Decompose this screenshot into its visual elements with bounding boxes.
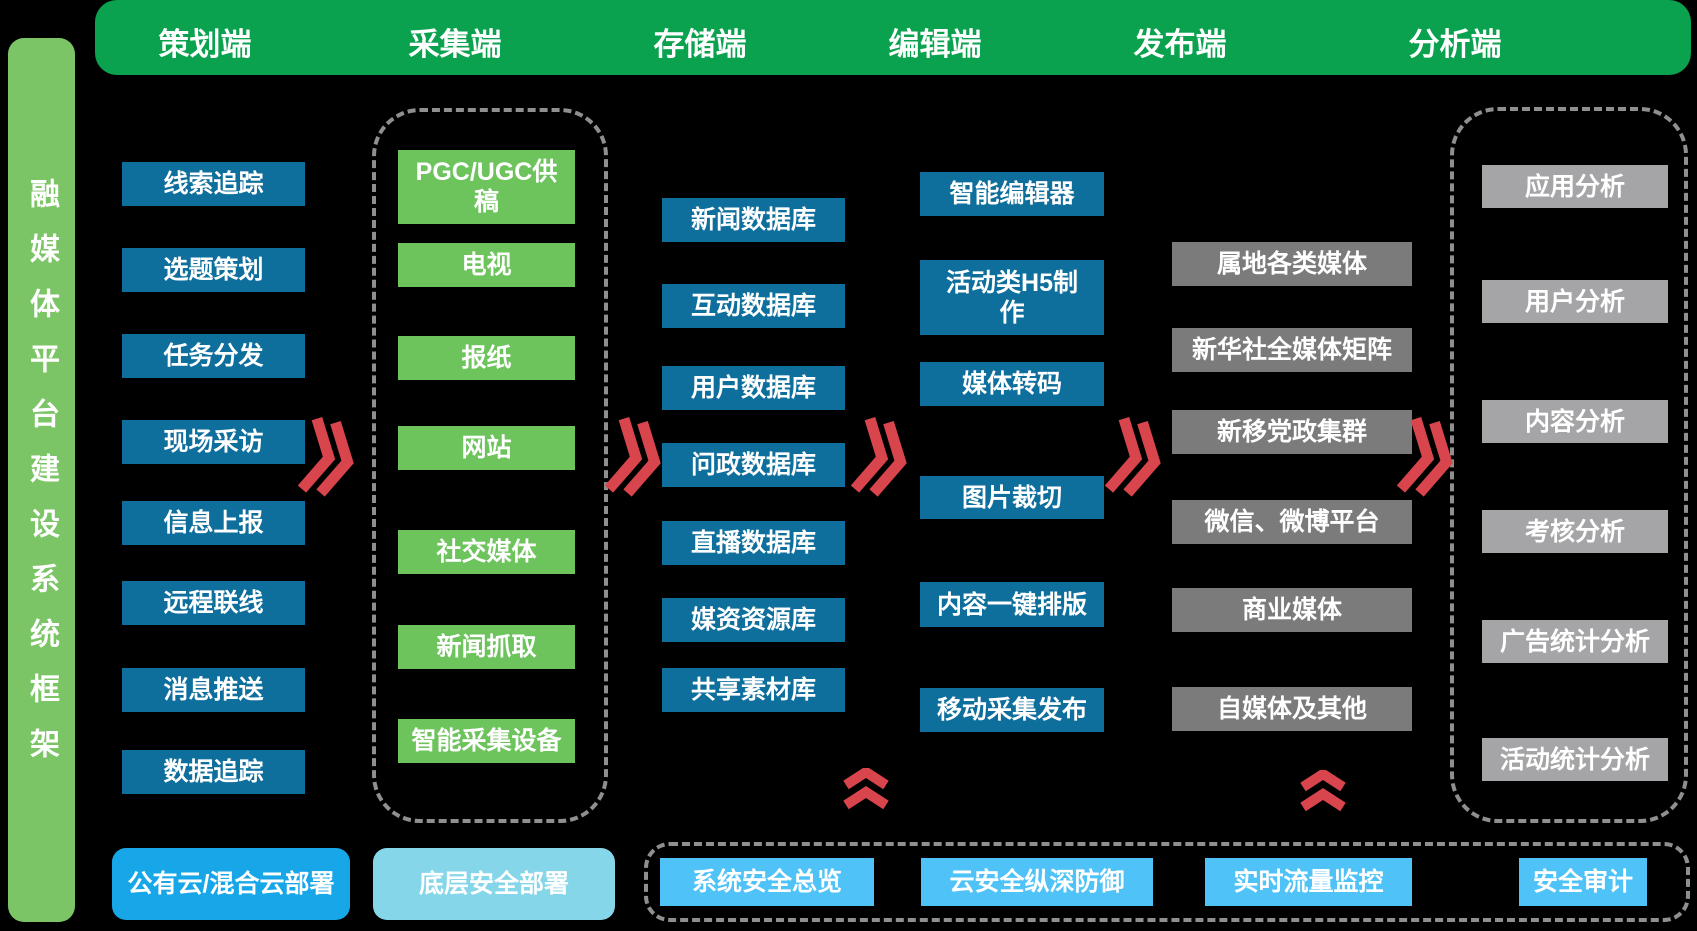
analysis-dashed-panel (1450, 107, 1688, 823)
column-header-publishing: 发布端 (1133, 27, 1227, 62)
collection-item: 报纸 (398, 336, 575, 380)
column-header-analysis: 分析端 (1408, 27, 1502, 62)
analysis-item: 用户分析 (1482, 280, 1668, 323)
security-item: 安全审计 (1519, 858, 1647, 906)
collection-item: 新闻抓取 (398, 625, 575, 669)
security-item: 云安全纵深防御 (921, 858, 1153, 906)
planning-item: 远程联线 (122, 581, 305, 625)
storage-item: 用户数据库 (662, 366, 845, 410)
planning-item: 数据追踪 (122, 750, 305, 794)
analysis-item: 活动统计分析 (1482, 738, 1668, 781)
planning-item: 选题策划 (122, 248, 305, 292)
base-security-box: 底层安全部署 (373, 848, 615, 920)
publishing-item: 新移党政集群 (1172, 410, 1412, 454)
planning-item: 信息上报 (122, 501, 305, 545)
publishing-item: 属地各类媒体 (1172, 242, 1412, 286)
column-header-collection: 采集端 (408, 27, 502, 62)
publishing-item: 微信、微博平台 (1172, 500, 1412, 544)
flow-arrow-right-icon (1396, 416, 1454, 505)
collection-item: 电视 (398, 243, 575, 287)
editing-item: 智能编辑器 (920, 172, 1104, 216)
storage-item: 新闻数据库 (662, 198, 845, 242)
flow-arrow-up-icon (1298, 768, 1348, 817)
diagram-title: 融媒体平台建设系统框架 (25, 177, 58, 783)
publishing-item: 新华社全媒体矩阵 (1172, 328, 1412, 372)
analysis-item: 考核分析 (1482, 510, 1668, 553)
collection-item: 智能采集设备 (398, 719, 575, 763)
storage-item: 直播数据库 (662, 521, 845, 565)
publishing-item: 商业媒体 (1172, 588, 1412, 632)
editing-item: 移动采集发布 (920, 688, 1104, 732)
collection-item: 社交媒体 (398, 530, 575, 574)
storage-item: 问政数据库 (662, 443, 845, 487)
sidebar-title-bar: 融媒体平台建设系统框架 (8, 38, 75, 922)
analysis-item: 内容分析 (1482, 400, 1668, 443)
publishing-item: 自媒体及其他 (1172, 687, 1412, 731)
planning-item: 任务分发 (122, 334, 305, 378)
planning-item: 消息推送 (122, 668, 305, 712)
editing-item: 活动类H5制作 (920, 260, 1104, 335)
storage-item: 互动数据库 (662, 284, 845, 328)
column-header-planning: 策划端 (158, 27, 252, 62)
flow-arrow-right-icon (604, 416, 662, 505)
analysis-item: 广告统计分析 (1482, 620, 1668, 663)
flow-arrow-right-icon (1104, 416, 1162, 505)
cloud-deployment-box: 公有云/混合云部署 (112, 848, 350, 920)
collection-item: 网站 (398, 426, 575, 470)
flow-arrow-right-icon (850, 416, 908, 505)
security-item: 系统安全总览 (660, 858, 874, 906)
flow-arrow-up-icon (841, 766, 891, 815)
planning-item: 现场采访 (122, 420, 305, 464)
header-bar (95, 0, 1691, 75)
collection-item: PGC/UGC供稿 (398, 150, 575, 224)
column-header-storage: 存储端 (653, 27, 747, 62)
flow-arrow-right-icon (297, 416, 355, 505)
security-item: 实时流量监控 (1205, 858, 1412, 906)
security-dashed-panel (644, 842, 1690, 922)
editing-item: 内容一键排版 (920, 582, 1104, 627)
storage-item: 媒资资源库 (662, 598, 845, 642)
analysis-item: 应用分析 (1482, 165, 1668, 208)
storage-item: 共享素材库 (662, 668, 845, 712)
editing-item: 图片裁切 (920, 476, 1104, 519)
planning-item: 线索追踪 (122, 162, 305, 206)
collection-dashed-panel (372, 108, 608, 823)
column-header-editing: 编辑端 (888, 27, 982, 62)
editing-item: 媒体转码 (920, 362, 1104, 406)
